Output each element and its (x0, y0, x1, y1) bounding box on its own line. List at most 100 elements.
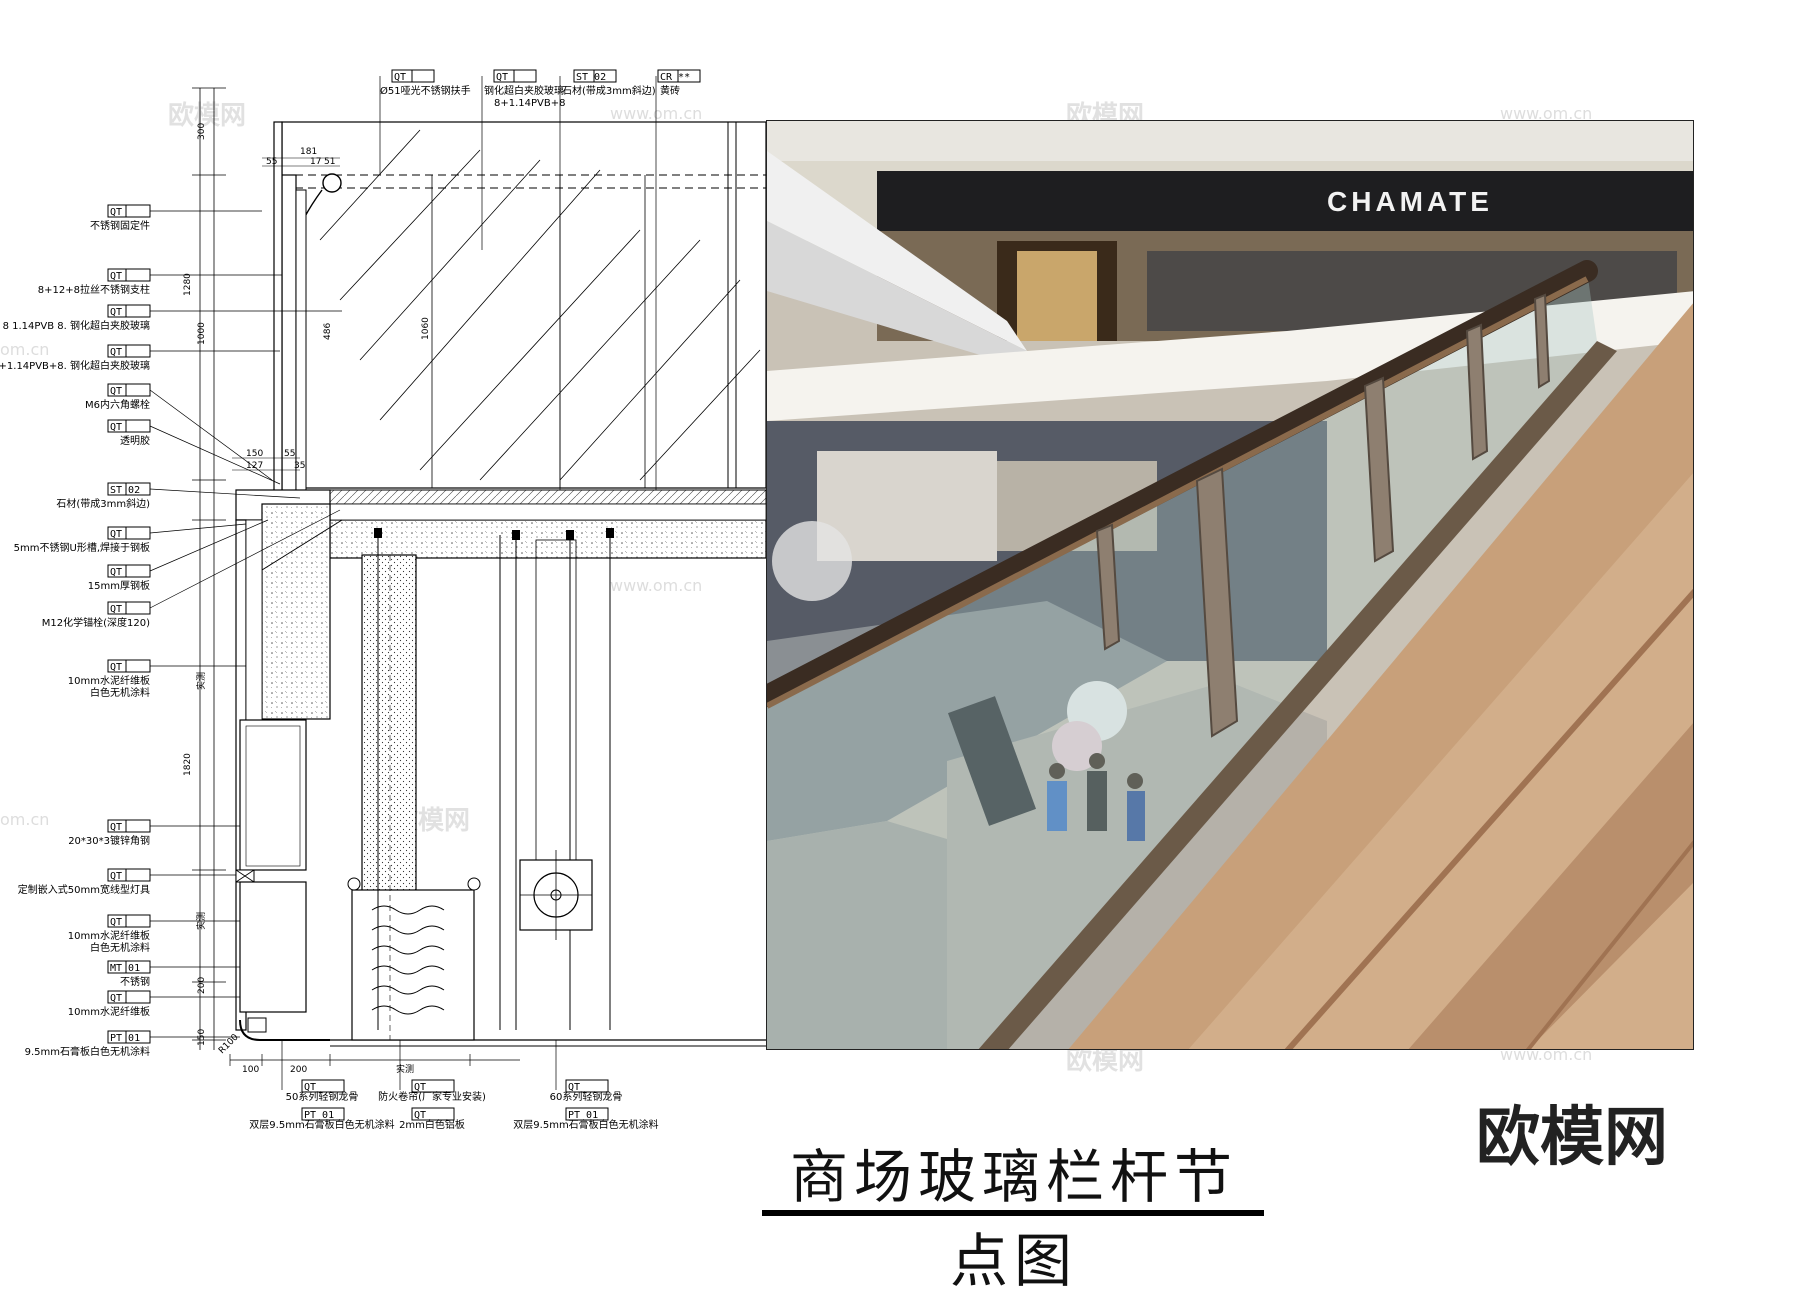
tag-code: ST 02 (576, 72, 606, 83)
tag-code: QT (110, 307, 122, 318)
dim-label: 200 (197, 977, 207, 994)
tag-text: 50系列轻钢龙骨 (286, 1090, 359, 1103)
tag-text: 双层9.5mm石膏板白色无机涂料 (249, 1118, 394, 1131)
tag-text: 10mm水泥纤维板 (68, 674, 150, 687)
tag-code: QT (110, 822, 122, 833)
stone-floor (299, 489, 767, 505)
tag-text: 白色无机涂料 (90, 941, 150, 954)
tag-code: QT (110, 422, 122, 433)
tag-text: 9.5mm石膏板白色无机涂料 (25, 1045, 150, 1058)
tag-text: 透明胶 (120, 434, 150, 447)
watermark-brand: 欧模网 (168, 101, 247, 131)
tag-code: QT (110, 207, 122, 218)
watermark-url: www.om.cn (1500, 104, 1593, 123)
concrete-beam (261, 503, 331, 720)
tag-code: QT (110, 271, 122, 282)
dim-label: 55 (284, 449, 295, 459)
tag-text: 8+1.14PVB+8 (494, 98, 565, 109)
left-tag: QT8+12+8拉丝不锈钢支柱 (38, 268, 151, 296)
title-underline (762, 1210, 1264, 1216)
mall-railing-photo: CHAMATE (766, 120, 1694, 1050)
tag-text: 15mm厚钢板 (88, 579, 150, 592)
tag-text: 定制嵌入式50mm宽线型灯具 (18, 883, 150, 896)
tag-text: 8+12+8拉丝不锈钢支柱 (38, 283, 150, 296)
tag-glass: QT 钢化超白夹胶玻璃 8+1.14PVB+8 (481, 69, 565, 250)
photo-illustration: CHAMATE (767, 121, 1693, 1049)
page-title: 商场玻璃栏杆节点图 (789, 1143, 1238, 1295)
top-tags: QT Ø51哑光不锈钢扶手 QT 钢化超白夹胶玻璃 8+1.14PVB+8 ST… (379, 69, 701, 490)
dim-label: 150 (246, 449, 263, 459)
tag-code: QT (568, 1082, 580, 1093)
tag-text: 石材(带成3mm斜边) (56, 497, 150, 510)
tag-code: QT (110, 567, 122, 578)
tag-code: MT 01 (110, 963, 140, 974)
store-front (877, 171, 1693, 231)
tag-text: 8 1.14PVB 8. 钢化超白夹胶玻璃 (3, 319, 150, 332)
tag-text: 钢化超白夹胶玻璃 (484, 84, 564, 97)
dim-label: 1000 (197, 322, 207, 345)
dim-label: 200 (290, 1065, 307, 1075)
tag-text: Ø51哑光不锈钢扶手 (380, 84, 471, 97)
glass-panel (281, 121, 767, 489)
store-sign-text: CHAMATE (1327, 186, 1493, 217)
tag-text: 10mm水泥纤维板 (68, 929, 150, 942)
tag-code: QT (496, 72, 508, 83)
tag-code: PT 01 (110, 1033, 140, 1044)
dim-label: 1280 (183, 273, 193, 296)
dim-label: 181 (300, 147, 317, 157)
tag-text: 白色无机涂料 (90, 686, 150, 699)
tag-code: PT 01 (304, 1110, 334, 1121)
tag-text: 8+1.14PVB+8. 钢化超白夹胶玻璃 (0, 359, 150, 372)
tag-code: ST 02 (110, 485, 140, 496)
tag-text: 不锈钢固定件 (90, 219, 150, 232)
tag-code: QT (394, 72, 406, 83)
dim-label: 127 (246, 461, 263, 471)
glass-reflection-lines (319, 129, 761, 481)
tag-text: 60系列轻钢龙骨 (550, 1090, 623, 1103)
tag-text: 20*30*3镀锌角钢 (68, 834, 150, 847)
glass-balustrade (767, 271, 1597, 1049)
bottom-tags (281, 1040, 557, 1090)
lower-cladding (239, 719, 307, 871)
tag-code: QT (110, 604, 122, 615)
tag-code: QT (304, 1082, 316, 1093)
tag-code: QT (110, 347, 122, 358)
dim-label: 486 (323, 323, 333, 340)
tag-text: M12化学锚栓(深度120) (42, 616, 150, 629)
fire-shutter-housing (351, 889, 475, 1041)
tag-text: 防火卷帘(厂家专业安装) (378, 1090, 486, 1103)
watermark-brand: 欧模网 (1066, 1046, 1145, 1076)
dim-label: 实测 (195, 672, 207, 690)
tag-code: QT (110, 386, 122, 397)
tag-text: 不锈钢 (120, 975, 150, 988)
left-tag: PT 019.5mm石膏板白色无机涂料 (25, 1030, 151, 1058)
tag-text: 双层9.5mm石膏板白色无机涂料 (513, 1118, 658, 1131)
left-tags (149, 210, 342, 1038)
tag-tile: CR ** 黄砖 (655, 69, 701, 490)
dim-label: 100 (242, 1065, 259, 1075)
tag-code: QT (414, 1110, 426, 1121)
tag-handrail: QT Ø51哑光不锈钢扶手 (379, 69, 471, 175)
left-tag: QT8 1.14PVB 8. 钢化超白夹胶玻璃 (3, 304, 151, 332)
tag-code: QT (110, 529, 122, 540)
dim-label: R100 (217, 1032, 241, 1056)
tag-text: 2mm白色铝板 (399, 1118, 465, 1131)
watermark-url-partial: om.cn (0, 340, 50, 359)
